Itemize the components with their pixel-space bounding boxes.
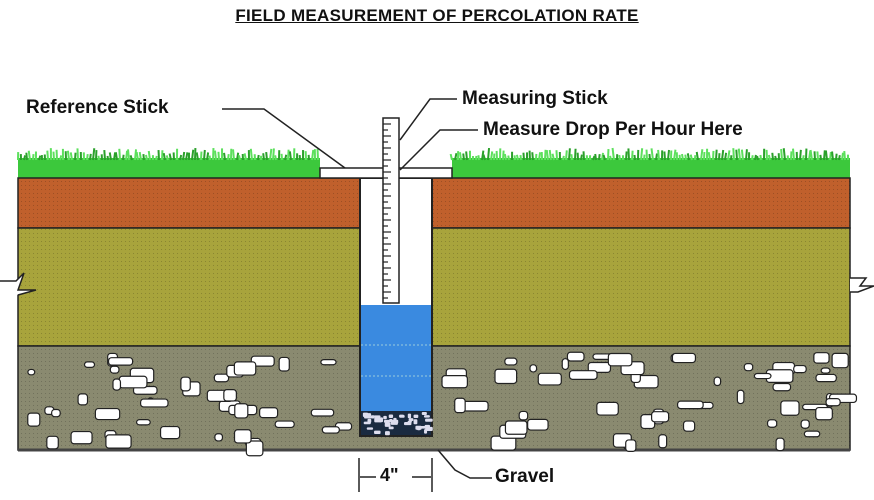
stone [831, 352, 849, 369]
stone [743, 363, 754, 372]
stone [140, 398, 169, 408]
stone [527, 418, 549, 431]
stone [321, 426, 340, 434]
stone [233, 429, 252, 444]
title-text: FIELD MEASUREMENT OF PERCOLATION RATE [235, 6, 639, 25]
stone [27, 368, 36, 376]
label-measure-drop: Measure Drop Per Hour Here [483, 119, 743, 140]
stone [259, 407, 279, 419]
grass-right [452, 158, 850, 178]
stone [118, 375, 148, 389]
grass-left [18, 158, 320, 178]
stone [596, 401, 619, 416]
stone [772, 382, 792, 392]
stone [713, 376, 722, 387]
leader-measuring [399, 98, 457, 141]
stone [250, 355, 275, 367]
stone [803, 430, 821, 438]
stone [105, 434, 132, 449]
stone [504, 357, 518, 366]
stone [83, 361, 96, 368]
measuring-stick [382, 117, 400, 304]
stone [529, 364, 538, 373]
stone [109, 365, 120, 374]
water [361, 305, 431, 411]
stone [278, 356, 290, 372]
stone [766, 419, 778, 428]
stone [800, 419, 810, 429]
stones [27, 351, 858, 457]
stone [112, 378, 122, 391]
stone [820, 367, 831, 374]
stone [494, 368, 518, 385]
stone [107, 357, 134, 366]
stone [223, 389, 237, 402]
dimension-marker [358, 458, 433, 492]
stone [775, 437, 785, 452]
stone [51, 408, 61, 418]
stone [825, 398, 841, 407]
stone [310, 408, 335, 417]
stone [27, 412, 41, 427]
stone [736, 389, 745, 405]
stone [587, 361, 612, 373]
stone [180, 376, 191, 392]
stone [753, 372, 772, 380]
stone [625, 439, 637, 453]
leader-reference [222, 108, 346, 169]
grass-texture [17, 147, 849, 161]
stone [274, 420, 295, 429]
stone [70, 430, 93, 445]
stone [568, 370, 598, 380]
stone [135, 419, 151, 426]
stone [213, 373, 230, 383]
stone [245, 440, 264, 457]
leader-drop [399, 129, 478, 171]
stone [461, 400, 489, 412]
label-reference-stick: Reference Stick [26, 97, 169, 118]
stone [504, 420, 528, 435]
stone [682, 420, 696, 432]
label-gravel: Gravel [495, 466, 555, 487]
stone [320, 359, 337, 366]
stone [561, 358, 569, 371]
stone [77, 393, 89, 406]
label-measuring-stick: Measuring Stick [462, 88, 608, 109]
stone [94, 407, 121, 421]
stone [46, 435, 59, 450]
break-mark-left [0, 272, 37, 296]
label-hole-width: 4" [380, 465, 399, 485]
stone [813, 352, 830, 364]
stone [234, 403, 249, 419]
stone [671, 352, 697, 364]
stone [159, 425, 181, 440]
stone [566, 351, 585, 362]
gravel-bottom [361, 411, 433, 436]
stone [651, 411, 670, 423]
stone [793, 364, 807, 374]
stone [214, 433, 224, 442]
stone [780, 400, 800, 416]
stone [815, 373, 837, 383]
break-mark-right [850, 277, 874, 293]
stone [233, 361, 257, 376]
stone [658, 434, 668, 449]
stone [815, 406, 833, 421]
diagram-title: FIELD MEASUREMENT OF PERCOLATION RATE [0, 6, 874, 26]
leader-gravel [437, 449, 492, 479]
stone [537, 372, 562, 386]
stone [677, 400, 704, 410]
stone [454, 397, 466, 414]
stone [607, 352, 633, 367]
stone [518, 410, 529, 421]
stone [441, 375, 468, 389]
